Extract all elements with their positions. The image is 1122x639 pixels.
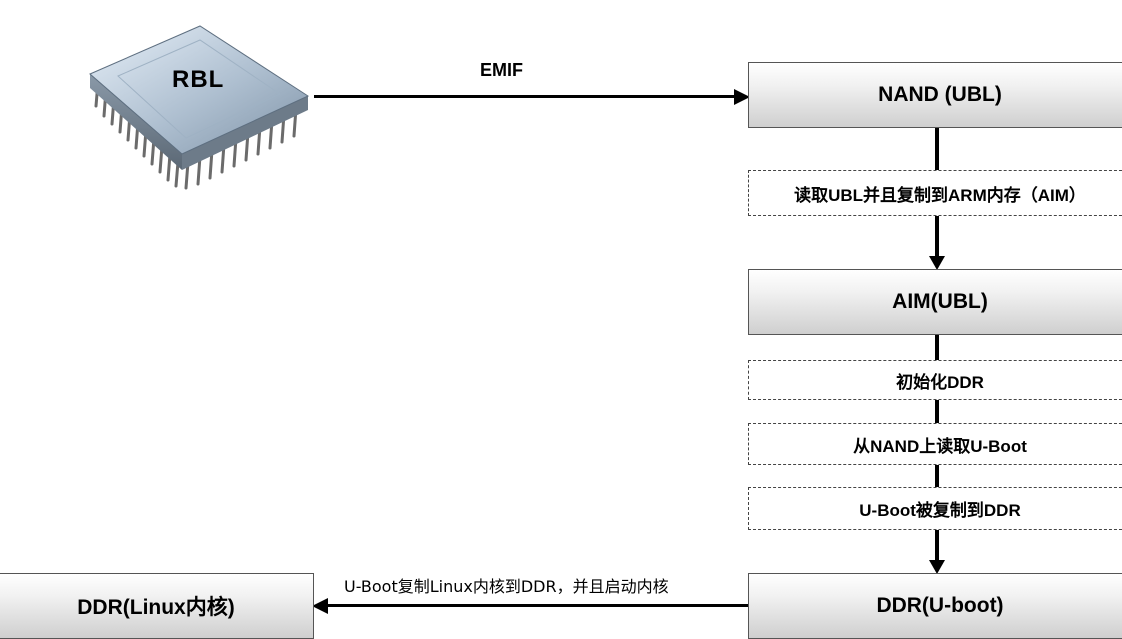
ddr-linux-box: DDR(Linux内核)	[0, 573, 314, 639]
emif-arrow-line	[314, 95, 738, 98]
arrowhead-left-icon	[312, 598, 328, 614]
connector-step4-ddr	[935, 530, 939, 564]
step-read-ubl: 读取UBL并且复制到ARM内存（AIM）	[748, 170, 1122, 216]
ddr-uboot-box: DDR(U-boot)	[748, 573, 1122, 639]
nand-ubl-box: NAND (UBL)	[748, 62, 1122, 128]
rbl-chip-icon	[82, 22, 322, 202]
emif-label: EMIF	[480, 60, 523, 81]
connector-step1-aim	[935, 216, 939, 260]
step-init-ddr: 初始化DDR	[748, 360, 1122, 400]
connector-aim-step2	[935, 335, 939, 360]
step-read-uboot: 从NAND上读取U-Boot	[748, 423, 1122, 465]
copy-linux-arrow-line	[326, 604, 748, 607]
step-copy-uboot: U-Boot被复制到DDR	[748, 487, 1122, 530]
arrowhead-down-icon	[929, 256, 945, 270]
connector-step3-step4	[935, 465, 939, 487]
aim-ubl-box: AIM(UBL)	[748, 269, 1122, 335]
copy-linux-label: U-Boot复制Linux内核到DDR，并且启动内核	[344, 573, 669, 597]
arrowhead-down-icon	[929, 560, 945, 574]
connector-nand-step1	[935, 128, 939, 170]
rbl-label: RBL	[172, 66, 224, 94]
connector-step2-step3	[935, 400, 939, 423]
